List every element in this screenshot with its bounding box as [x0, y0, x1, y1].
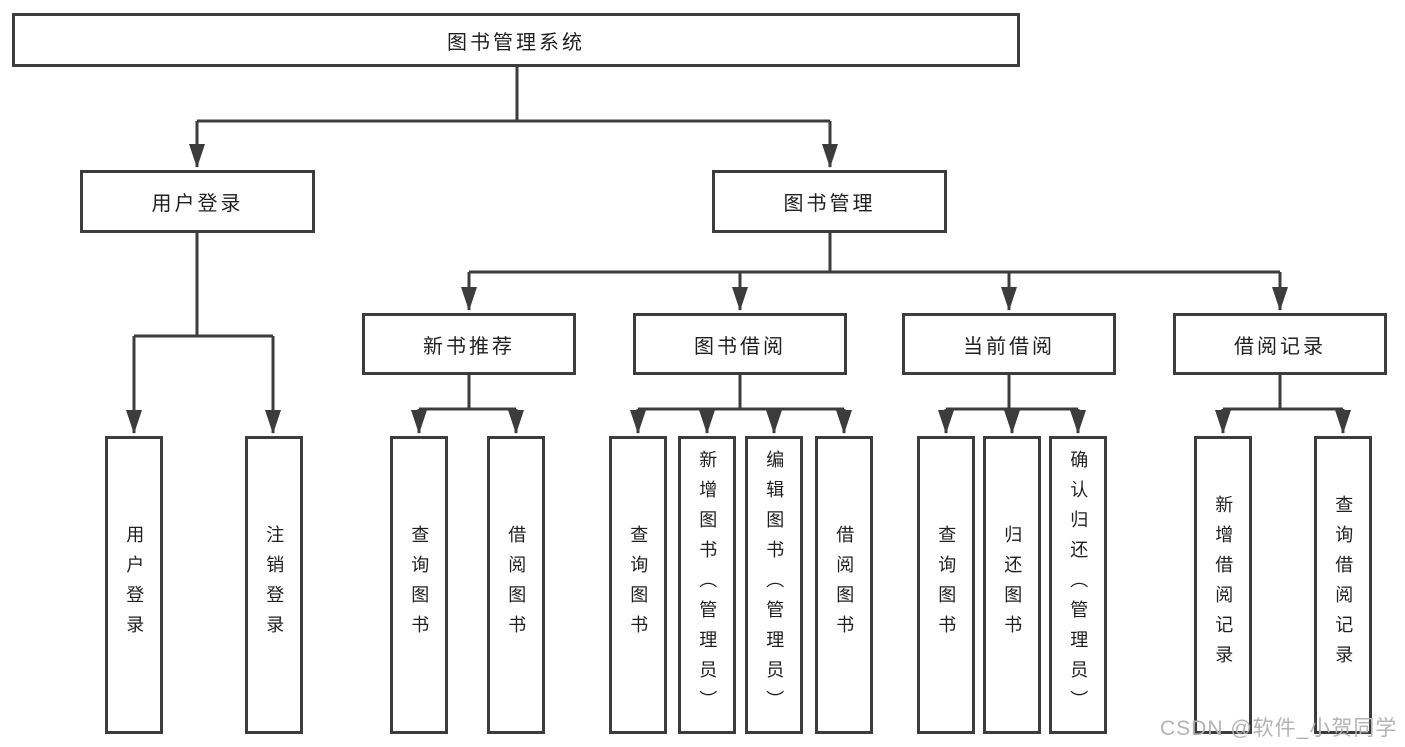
leaf-query-books-current: 查询图书	[917, 436, 975, 734]
leaf-query-books-recommend-label: 查询图书	[409, 525, 430, 645]
leaf-logout-label: 注销登录	[264, 525, 285, 645]
leaf-add-borrow-record: 新增借阅记录	[1194, 436, 1252, 734]
node-new-book-recommend-label: 新书推荐	[423, 335, 515, 358]
node-borrow-records-label: 借阅记录	[1234, 335, 1326, 358]
node-book-management: 图书管理	[712, 170, 947, 233]
leaf-user-login: 用户登录	[105, 436, 163, 734]
leaf-borrow-books: 借阅图书	[815, 436, 873, 734]
leaf-query-borrow-record-label: 查询借阅记录	[1333, 495, 1354, 675]
node-user-login: 用户登录	[80, 170, 315, 233]
leaf-borrow-books-recommend-label: 借阅图书	[506, 525, 527, 645]
node-user-login-label: 用户登录	[151, 193, 244, 215]
leaf-query-borrow-record: 查询借阅记录	[1314, 436, 1372, 734]
node-root-system: 图书管理系统	[12, 13, 1020, 67]
node-current-borrow: 当前借阅	[902, 313, 1116, 375]
leaf-query-books-current-label: 查询图书	[936, 525, 957, 645]
leaf-query-books-borrow-label: 查询图书	[628, 525, 649, 645]
leaf-return-books-label: 归还图书	[1002, 525, 1023, 645]
leaf-edit-books-admin: 编辑图书（管理员）	[745, 436, 803, 734]
node-current-borrow-label: 当前借阅	[963, 335, 1055, 358]
leaf-add-books-admin-label: 新增图书（管理员）	[697, 450, 718, 720]
node-borrow-records: 借阅记录	[1173, 313, 1387, 375]
leaf-add-books-admin: 新增图书（管理员）	[678, 436, 736, 734]
leaf-return-books: 归还图书	[983, 436, 1041, 734]
node-new-book-recommend: 新书推荐	[362, 313, 576, 375]
leaf-logout: 注销登录	[245, 436, 303, 734]
node-root-system-label: 图书管理系统	[447, 31, 585, 54]
leaf-borrow-books-label: 借阅图书	[834, 525, 855, 645]
leaf-query-books-recommend: 查询图书	[390, 436, 448, 734]
node-book-borrow: 图书借阅	[633, 313, 847, 375]
node-book-management-label: 图书管理	[783, 193, 876, 215]
csdn-watermark: CSDN @软件_小贺同学	[1160, 717, 1398, 740]
leaf-borrow-books-recommend: 借阅图书	[487, 436, 545, 734]
leaf-query-books-borrow: 查询图书	[609, 436, 667, 734]
leaf-user-login-label: 用户登录	[124, 525, 145, 645]
leaf-add-borrow-record-label: 新增借阅记录	[1213, 495, 1234, 675]
node-book-borrow-label: 图书借阅	[694, 335, 786, 358]
leaf-confirm-return-admin-label: 确认归还（管理员）	[1068, 450, 1089, 720]
leaf-edit-books-admin-label: 编辑图书（管理员）	[764, 450, 785, 720]
leaf-confirm-return-admin: 确认归还（管理员）	[1049, 436, 1107, 734]
